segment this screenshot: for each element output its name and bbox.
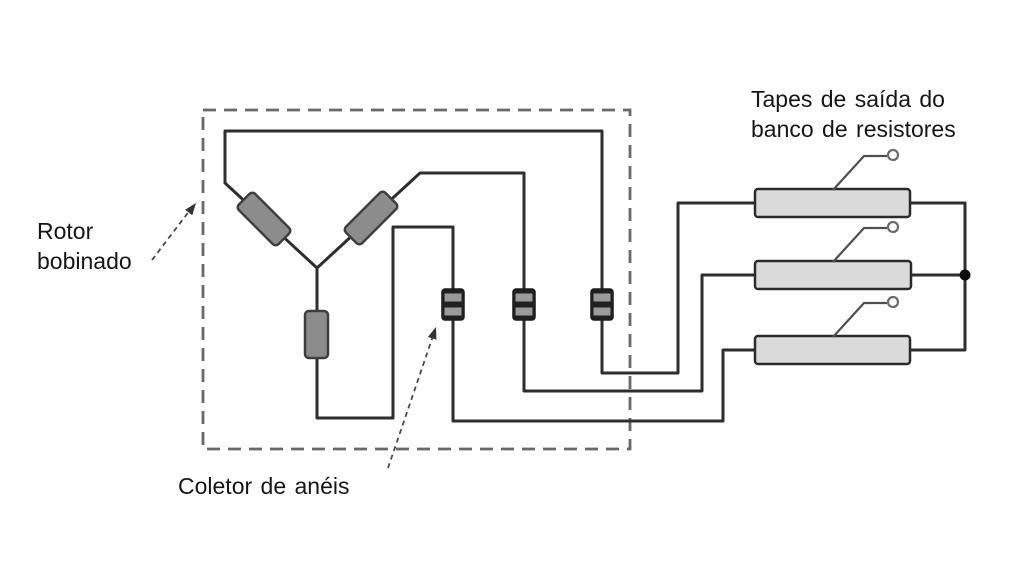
- ring1-to-resistor3-wire: [451, 318, 758, 423]
- slip-ring-3-icon: [590, 288, 614, 321]
- winding-bottom-icon: [303, 309, 330, 360]
- rotor-boundary-dashed-box: [201, 108, 632, 451]
- slip-ring-2-icon: [512, 288, 536, 321]
- wire-junction-dot: [959, 269, 971, 281]
- coletor-label-text: Coletor de anéis: [178, 473, 350, 499]
- winding-right-icon: [343, 190, 399, 246]
- resistor-2-icon: [753, 259, 913, 291]
- rotor-label-line1: Rotor: [37, 218, 94, 244]
- rotor-bobinado-label: Rotor bobinado: [37, 216, 132, 276]
- rotor-label-line2: bobinado: [37, 248, 132, 274]
- slip-ring-1-icon: [441, 288, 465, 321]
- rotor-label-arrow-icon: [151, 203, 196, 261]
- resistor-3-icon: [753, 334, 912, 366]
- tapes-label-line1: Tapes de saída do: [751, 86, 945, 112]
- winding-left-icon: [236, 191, 292, 247]
- tap-terminal-2-icon: [832, 220, 900, 263]
- resistor-1-icon: [753, 187, 912, 219]
- coletor-de-aneis-label: Coletor de anéis: [178, 471, 350, 501]
- phase-a-wire: [223, 129, 604, 292]
- phase-c-wire: [315, 225, 455, 420]
- ring2-to-resistor2-wire: [522, 273, 758, 393]
- tap-terminal-1-icon: [832, 148, 900, 191]
- coletor-label-arrow-icon: [387, 327, 437, 469]
- tapes-label-line2: banco de resistores: [751, 116, 956, 142]
- ring3-to-resistor1-wire: [600, 201, 758, 375]
- tapes-banco-resistores-label: Tapes de saída do banco de resistores: [751, 84, 956, 144]
- tap-terminal-3-icon: [832, 295, 900, 338]
